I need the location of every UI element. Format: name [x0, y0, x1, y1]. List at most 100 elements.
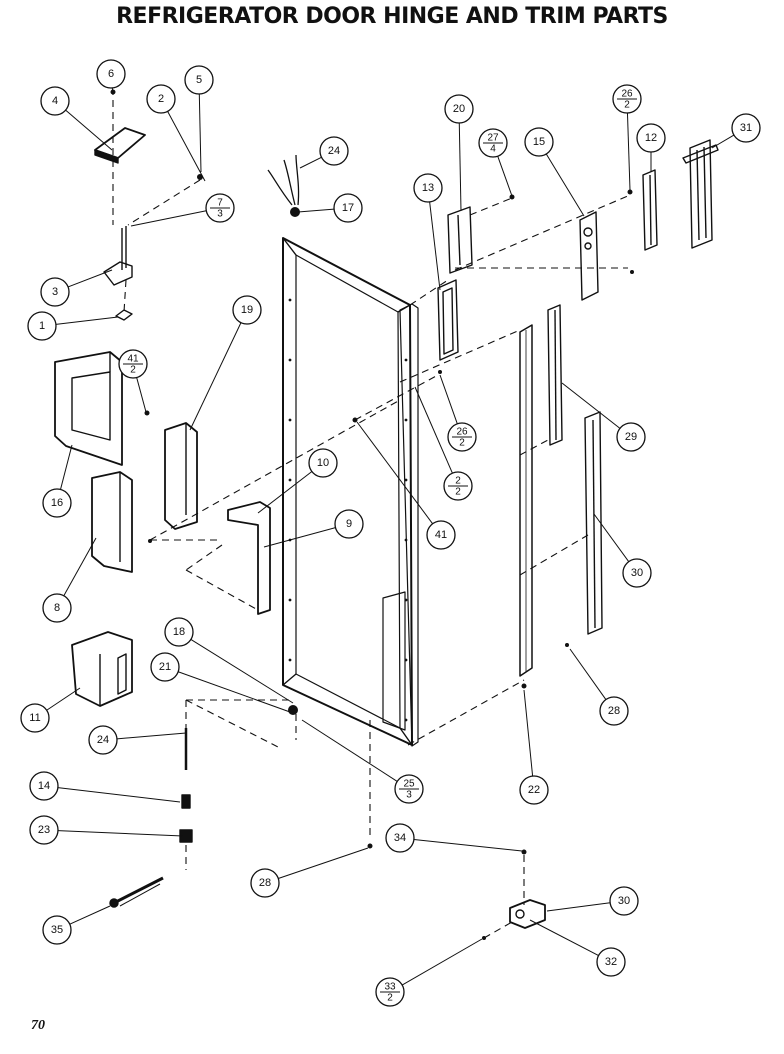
callout-circle: [413, 173, 443, 203]
callout-number: 20: [453, 103, 465, 115]
page-number: 70: [31, 1018, 45, 1033]
callout-circle: [609, 886, 639, 916]
callout-circle: [232, 295, 262, 325]
callout-number: 21: [159, 661, 171, 673]
callout-number: 12: [645, 132, 657, 144]
callout-number: 10: [317, 457, 329, 469]
callout-2-2: 22: [443, 471, 473, 501]
callout-11: 11: [20, 703, 50, 733]
assembly-lines: [112, 100, 631, 939]
leader-line: [711, 134, 735, 149]
leader-line: [414, 386, 453, 474]
callout-number: 35: [51, 924, 63, 936]
callout-circle: [20, 703, 50, 733]
callout-quantity: 2: [459, 438, 465, 449]
callout-circle: [308, 448, 338, 478]
leader-line: [593, 513, 630, 562]
callout-22: 22: [519, 775, 549, 805]
leader-line: [111, 87, 114, 96]
callout-number: 31: [740, 122, 752, 134]
callout-number: 25: [403, 779, 415, 790]
callout-number: 32: [605, 956, 617, 968]
leader-line: [497, 156, 513, 197]
screws: [110, 89, 634, 940]
callout-circle: [319, 136, 349, 166]
callout-number: 1: [39, 320, 45, 332]
callout-30b: 30: [609, 886, 639, 916]
callout-number: 15: [533, 136, 545, 148]
callout-41: 41: [426, 520, 456, 550]
callout-13: 13: [413, 173, 443, 203]
callout-quantity: 3: [406, 790, 412, 801]
leader-line: [401, 938, 483, 986]
leader-line: [57, 830, 184, 837]
callout-number: 7: [217, 198, 223, 209]
callout-17: 17: [333, 193, 363, 223]
leader-line: [439, 374, 458, 424]
callout-number: 33: [384, 982, 396, 993]
trim-piece-30: [584, 411, 603, 635]
leader-line: [198, 93, 202, 173]
callout-number: 29: [625, 431, 637, 443]
leader-line: [413, 838, 523, 852]
callout-number: 27: [487, 133, 499, 144]
callout-number: 26: [456, 427, 468, 438]
leader-line: [60, 444, 73, 490]
lower-hinge: [509, 899, 546, 929]
callout-24a: 24: [319, 136, 349, 166]
callout-16: 16: [42, 488, 72, 518]
callout-34: 34: [385, 823, 415, 853]
callout-number: 13: [422, 182, 434, 194]
leader-line: [297, 208, 335, 213]
callout-number: 14: [38, 780, 50, 792]
callout-circle: [146, 84, 176, 114]
diagram-title: REFRIGERATOR DOOR HINGE AND TRIM PARTS: [116, 4, 668, 29]
callout-20: 20: [444, 94, 474, 124]
handle-part-19: [164, 422, 198, 530]
callout-41-2: 412: [118, 349, 148, 379]
leader-line: [356, 421, 434, 525]
callout-number: 18: [173, 626, 185, 638]
callout-circle: [596, 947, 626, 977]
callout-circle: [334, 509, 364, 539]
callout-number: 30: [631, 567, 643, 579]
callout-circle: [250, 868, 280, 898]
callout-28b: 28: [250, 868, 280, 898]
handle-part-16: [54, 351, 123, 466]
callout-7-3: 73: [205, 193, 235, 223]
callout-circle: [599, 696, 629, 726]
callout-number: 9: [346, 518, 352, 530]
wire-24: [267, 154, 300, 206]
callout-number: 41: [127, 354, 139, 365]
leader-line: [178, 671, 291, 713]
leader-line: [429, 201, 441, 291]
callout-circle: [27, 311, 57, 341]
leader-line: [136, 377, 147, 413]
leader-line: [69, 905, 111, 925]
callout-4: 4: [40, 86, 70, 116]
callout-circle: [444, 94, 474, 124]
leader-line: [46, 687, 81, 711]
callout-circle: [40, 86, 70, 116]
callout-12: 12: [636, 123, 666, 153]
callout-6: 6: [96, 59, 126, 89]
callout-circle: [622, 558, 652, 588]
leader-line: [65, 109, 113, 151]
callout-5: 5: [184, 65, 214, 95]
callout-number: 17: [342, 202, 354, 214]
trim-piece-29: [547, 304, 563, 446]
callout-circle: [88, 725, 118, 755]
callout-15: 15: [524, 127, 554, 157]
callout-circle: [29, 771, 59, 801]
callout-circle: [42, 593, 72, 623]
callout-29: 29: [616, 422, 646, 452]
callout-circle: [40, 277, 70, 307]
callout-28a: 28: [599, 696, 629, 726]
callout-32: 32: [596, 947, 626, 977]
part-13: [437, 279, 459, 361]
side-trim-strip: [519, 324, 533, 677]
callout-23: 23: [29, 815, 59, 845]
callout-31: 31: [731, 113, 761, 143]
